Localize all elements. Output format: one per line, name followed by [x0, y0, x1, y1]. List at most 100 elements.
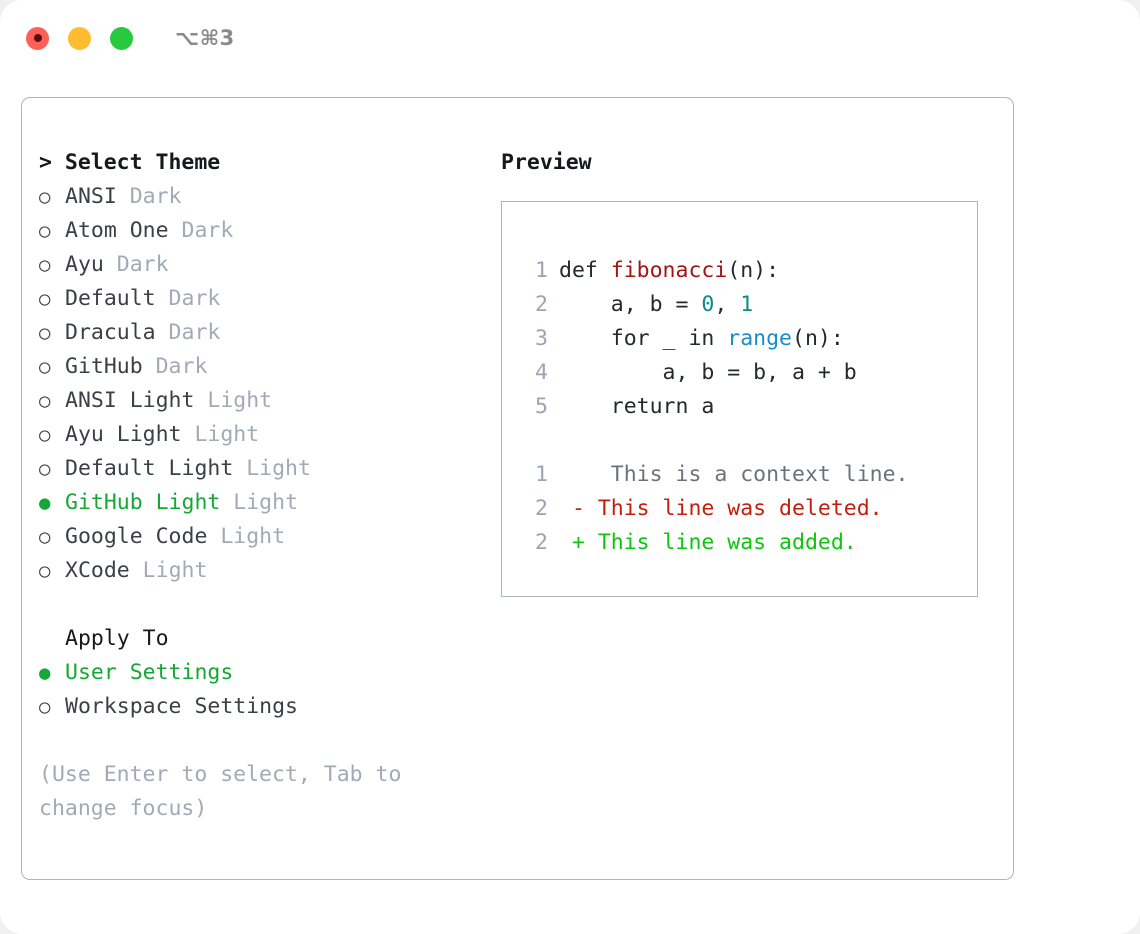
code-token-fn: fibonacci	[610, 258, 728, 283]
diff-line-number: 1	[535, 462, 548, 487]
code-line: 3 for _ in range(n):	[518, 322, 977, 356]
code-line-content: a, b = b, a + b	[559, 356, 857, 390]
theme-option-label: Ayu	[65, 252, 104, 277]
theme-list: ○ANSI Dark○Atom One Dark○Ayu Dark○Defaul…	[39, 180, 484, 588]
keyboard-hint-text: (Use Enter to select, Tab to change focu…	[39, 762, 415, 821]
theme-option-ayu-light[interactable]: ○Ayu Light Light	[39, 418, 484, 452]
theme-variant-tag: Dark	[116, 184, 182, 209]
radio-selected-icon: ●	[39, 662, 51, 684]
maximize-button-icon[interactable]	[110, 26, 133, 50]
radio-unselected-icon: ○	[39, 186, 51, 208]
theme-variant-tag: Dark	[168, 218, 234, 243]
theme-variant-tag: Dark	[155, 320, 221, 345]
diff-line-content: This is a context line.	[559, 462, 909, 487]
theme-variant-tag: Dark	[103, 252, 169, 277]
window-controls	[26, 26, 133, 50]
minimize-button-icon[interactable]	[68, 26, 91, 50]
code-token-num: 0	[701, 292, 715, 317]
title-bar: ⌥⌘3	[0, 0, 1140, 76]
theme-option-ayu[interactable]: ○ Ayu Dark	[39, 248, 484, 282]
diff-sample: 1 This is a context line. 2 - This line w…	[518, 458, 977, 560]
theme-option-default[interactable]: ○ Default Dark	[39, 282, 484, 316]
code-token-num: 1	[740, 292, 754, 317]
radio-unselected-icon: ○	[39, 560, 51, 582]
theme-option-label: Default	[65, 286, 156, 311]
code-line: 2 a, b = 0, 1	[518, 288, 977, 322]
radio-unselected-icon: ○	[39, 322, 51, 344]
theme-option-google-code[interactable]: ○ Google Code Light	[39, 520, 484, 554]
apply-to-option-label: User Settings	[65, 660, 234, 685]
theme-variant-tag: Light	[129, 558, 208, 583]
theme-option-github-light[interactable]: ● GitHub Light Light	[39, 486, 484, 520]
radio-selected-icon: ●	[39, 492, 51, 514]
radio-unselected-icon: ○	[39, 424, 51, 446]
theme-option-dracula[interactable]: ○ Dracula Dark	[39, 316, 484, 350]
code-line: 1 def fibonacci(n):	[518, 254, 977, 288]
theme-variant-tag: Dark	[142, 354, 208, 379]
apply-to-heading: Apply To	[65, 626, 169, 651]
theme-variant-tag: Dark	[155, 286, 221, 311]
theme-option-github[interactable]: ○ GitHub Dark	[39, 350, 484, 384]
code-line-content: a, b = 0, 1	[559, 288, 753, 322]
code-token-plain: return a	[559, 394, 715, 419]
code-line-number: 3	[535, 326, 548, 351]
radio-unselected-icon: ○	[39, 526, 51, 548]
code-token-plain: a, b = b, a + b	[559, 360, 857, 385]
theme-option-label: Atom One	[65, 218, 169, 243]
radio-unselected-icon: ○	[39, 390, 51, 412]
panel-columns: > Select Theme ○ANSI Dark○Atom One Dark○…	[22, 98, 1013, 826]
diff-line-content: - This line was deleted.	[559, 496, 883, 521]
theme-option-ansi-light[interactable]: ○ANSI Light Light	[39, 384, 484, 418]
code-line: 5 return a	[518, 390, 977, 424]
code-line-content: return a	[559, 390, 715, 424]
theme-option-default-light[interactable]: ○Default Light Light	[39, 452, 484, 486]
code-token-plain: (n):	[792, 326, 844, 351]
theme-option-label: Google Code	[65, 524, 208, 549]
code-token-plain: a, b =	[559, 292, 702, 317]
radio-unselected-icon: ○	[39, 220, 51, 242]
close-inner-dot	[33, 34, 42, 42]
apply-to-option-user-settings[interactable]: ● User Settings	[39, 656, 484, 690]
code-line-content: def fibonacci(n):	[559, 254, 779, 288]
code-line-number: 2	[535, 292, 548, 317]
radio-unselected-icon: ○	[39, 288, 51, 310]
code-line-number: 5	[535, 394, 548, 419]
theme-option-label: ANSI	[65, 184, 117, 209]
code-token-plain: (n):	[727, 258, 780, 283]
theme-option-xcode[interactable]: ○ XCode Light	[39, 554, 484, 588]
diff-line-number: 2	[535, 530, 548, 555]
theme-variant-tag: Light	[207, 524, 286, 549]
apply-to-option-workspace-settings[interactable]: ○Workspace Settings	[39, 690, 484, 724]
radio-unselected-icon: ○	[39, 356, 51, 378]
diff-line-number: 2	[535, 496, 548, 521]
code-line-number: 1	[535, 258, 548, 283]
theme-option-ansi[interactable]: ○ ANSI Dark	[39, 180, 484, 214]
select-theme-heading: > Select Theme	[39, 150, 221, 175]
code-token-plain: for _ in	[559, 326, 728, 351]
radio-unselected-icon: ○	[39, 458, 51, 480]
apply-to-option-label: Workspace Settings	[65, 694, 298, 719]
theme-variant-tag: Light	[220, 490, 299, 515]
apply-to-list: ● User Settings ○Workspace Settings	[39, 656, 484, 724]
keyboard-shortcut-label: ⌥⌘3	[175, 26, 235, 50]
diff-line-content: + This line was added.	[559, 530, 857, 555]
theme-picker-column: > Select Theme ○ANSI Dark○Atom One Dark○…	[22, 146, 484, 826]
theme-option-label: Dracula	[65, 320, 156, 345]
theme-option-label: GitHub Light	[65, 490, 221, 515]
code-line-number: 4	[535, 360, 548, 385]
close-button-icon[interactable]	[26, 26, 49, 50]
diff-line-add: 2 + This line was added.	[518, 526, 977, 560]
theme-option-label: GitHub	[65, 354, 143, 379]
spacer	[39, 588, 484, 622]
theme-option-label: XCode	[65, 558, 130, 583]
theme-variant-tag: Light	[233, 456, 311, 481]
code-token-plain: def	[559, 258, 611, 283]
main-panel: > Select Theme ○ANSI Dark○Atom One Dark○…	[21, 97, 1014, 880]
radio-unselected-icon: ○	[39, 254, 51, 276]
code-token-plain: ,	[714, 292, 741, 317]
code-line-content: for _ in range(n):	[559, 322, 844, 356]
theme-variant-tag: Light	[194, 388, 273, 413]
theme-option-atom-one[interactable]: ○ Atom One Dark	[39, 214, 484, 248]
